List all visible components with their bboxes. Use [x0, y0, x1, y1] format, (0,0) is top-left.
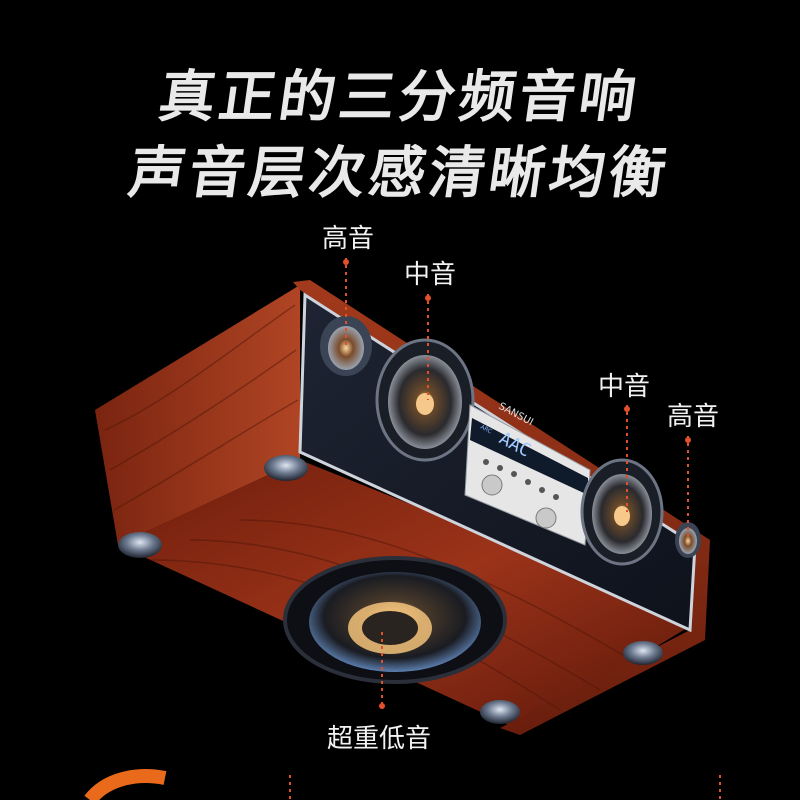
speaker-side-panel [95, 285, 300, 545]
callout-treble-left: 高音 [322, 224, 375, 254]
callout-lines [289, 258, 721, 800]
right-midrange-driver [580, 458, 664, 566]
left-midrange-driver [375, 338, 475, 462]
control-panel [464, 404, 591, 546]
callout-mid-right: 中音 [598, 372, 651, 402]
right-tweeter [675, 522, 701, 558]
callout-mid-left: 中音 [404, 260, 457, 290]
callout-treble-right: 高音 [667, 402, 720, 432]
callout-bass: 超重低音 [327, 724, 432, 754]
callout-dots [343, 259, 691, 709]
speaker-feet [118, 455, 663, 724]
bass-driver [283, 556, 507, 684]
orange-accent-arc [84, 769, 167, 800]
headline-line-1: 真正的三分频音响 [154, 65, 644, 130]
left-tweeter [320, 316, 372, 376]
display-prefix: ARC [479, 424, 493, 436]
headline-line-2: 声音层次感清晰均衡 [124, 141, 674, 206]
